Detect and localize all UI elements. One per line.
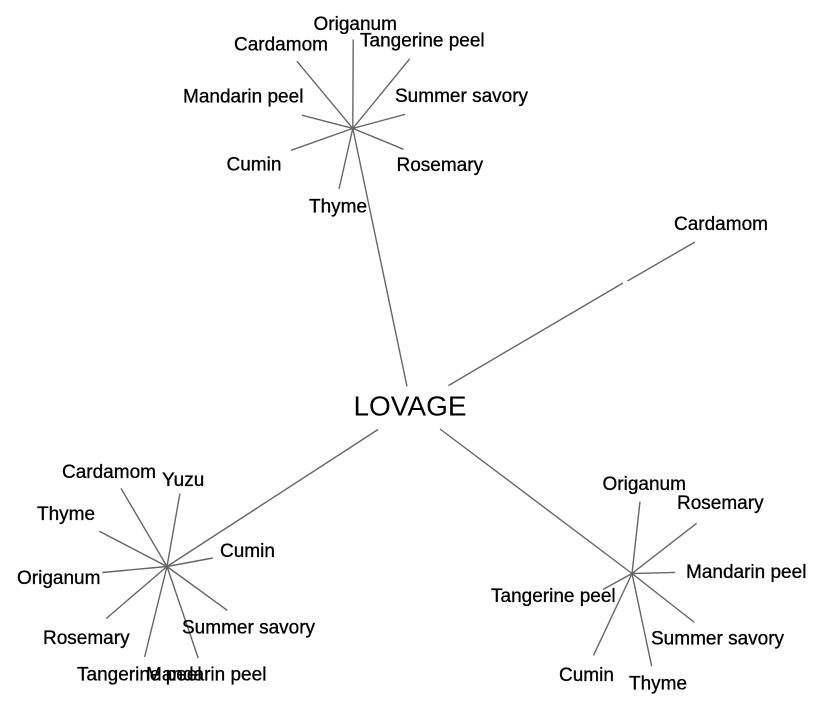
svg-text:Thyme: Thyme <box>309 197 367 218</box>
svg-text:Tangerine peel: Tangerine peel <box>491 586 616 607</box>
svg-text:Rosemary: Rosemary <box>43 628 130 649</box>
svg-text:Cumin: Cumin <box>227 155 282 176</box>
svg-text:Cumin: Cumin <box>220 541 275 562</box>
svg-text:Origanum: Origanum <box>603 474 686 495</box>
svg-text:Thyme: Thyme <box>37 504 95 525</box>
svg-text:Rosemary: Rosemary <box>397 155 484 176</box>
svg-text:Cardamom: Cardamom <box>234 35 328 56</box>
svg-text:Summer savory: Summer savory <box>182 618 316 639</box>
svg-text:LOVAGE: LOVAGE <box>353 391 466 422</box>
svg-text:Origanum: Origanum <box>314 14 397 35</box>
svg-text:Mandarin peel: Mandarin peel <box>183 87 303 108</box>
svg-text:Origanum: Origanum <box>17 568 100 589</box>
svg-text:Summer savory: Summer savory <box>651 629 785 650</box>
svg-text:Yuzu: Yuzu <box>162 470 204 491</box>
svg-text:Rosemary: Rosemary <box>677 493 764 514</box>
svg-text:Mandarin peel: Mandarin peel <box>686 562 806 583</box>
svg-text:Tangerine peel: Tangerine peel <box>360 31 485 52</box>
svg-text:Tangerine peel: Tangerine peel <box>77 665 202 686</box>
svg-text:Cardamom: Cardamom <box>62 462 156 483</box>
svg-text:Cumin: Cumin <box>559 665 614 686</box>
svg-text:Mandarin peel: Mandarin peel <box>146 665 266 686</box>
svg-text:Summer savory: Summer savory <box>395 86 529 107</box>
svg-text:Thyme: Thyme <box>629 674 687 695</box>
svg-text:Cardamom: Cardamom <box>674 214 768 235</box>
